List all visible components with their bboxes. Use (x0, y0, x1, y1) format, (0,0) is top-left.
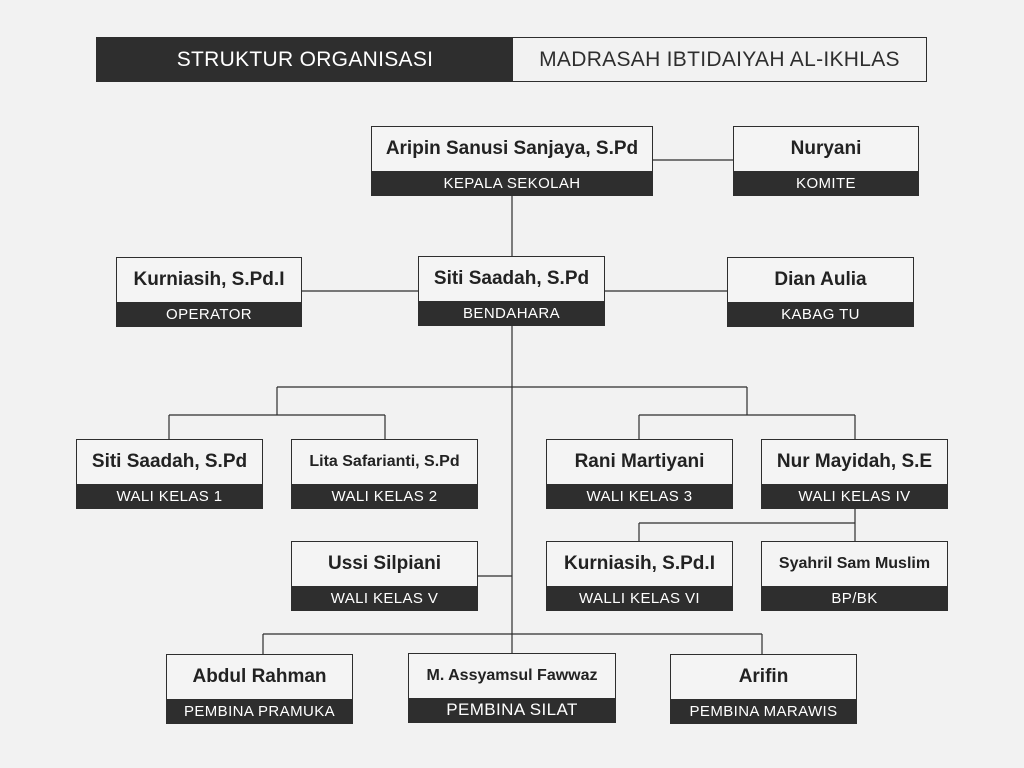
title-left: STRUKTUR ORGANISASI (97, 38, 513, 81)
node-bp-bk: Syahril Sam Muslim BP/BK (761, 541, 948, 611)
node-pembina-pramuka: Abdul Rahman PEMBINA PRAMUKA (166, 654, 353, 724)
node-bendahara: Siti Saadah, S.Pd BENDAHARA (418, 256, 605, 326)
node-role: WALI KELAS 2 (292, 484, 477, 508)
node-role: BENDAHARA (419, 301, 604, 325)
node-role: WALI KELAS 3 (547, 484, 732, 508)
node-wali-kelas-2: Lita Safarianti, S.Pd WALI KELAS 2 (291, 439, 478, 509)
node-name: Nur Mayidah, S.E (776, 451, 933, 472)
node-role: KEPALA SEKOLAH (372, 171, 652, 195)
node-wali-kelas-4: Nur Mayidah, S.E WALI KELAS IV (761, 439, 948, 509)
node-pembina-silat: M. Assyamsul Fawwaz PEMBINA SILAT (408, 653, 616, 723)
node-role: WALI KELAS 1 (77, 484, 262, 508)
node-role: KABAG TU (728, 302, 913, 326)
node-role: WALI KELAS V (292, 586, 477, 610)
node-name: Arifin (738, 666, 789, 687)
node-wali-kelas-3: Rani Martiyani WALI KELAS 3 (546, 439, 733, 509)
node-operator: Kurniasih, S.Pd.I OPERATOR (116, 257, 302, 327)
node-role: WALI KELAS IV (762, 484, 947, 508)
node-role: PEMBINA PRAMUKA (167, 699, 352, 723)
node-role: KOMITE (734, 171, 918, 195)
node-kepala-sekolah: Aripin Sanusi Sanjaya, S.Pd KEPALA SEKOL… (371, 126, 653, 196)
node-kabag-tu: Dian Aulia KABAG TU (727, 257, 914, 327)
node-role: WALLI KELAS VI (547, 586, 732, 610)
node-role: OPERATOR (117, 302, 301, 326)
node-name: Rani Martiyani (574, 451, 705, 472)
title-right: MADRASAH IBTIDAIYAH AL-IKHLAS (539, 47, 900, 71)
node-name: Aripin Sanusi Sanjaya, S.Pd (385, 138, 639, 159)
node-name: Abdul Rahman (192, 666, 327, 687)
title-bar: STRUKTUR ORGANISASI MADRASAH IBTIDAIYAH … (96, 37, 927, 82)
node-wali-kelas-1: Siti Saadah, S.Pd WALI KELAS 1 (76, 439, 263, 509)
node-komite: Nuryani KOMITE (733, 126, 919, 196)
node-wali-kelas-6: Kurniasih, S.Pd.I WALLI KELAS VI (546, 541, 733, 611)
node-wali-kelas-5: Ussi Silpiani WALI KELAS V (291, 541, 478, 611)
node-name: Lita Safarianti, S.Pd (309, 453, 460, 470)
node-role: BP/BK (762, 586, 947, 610)
node-name: Syahril Sam Muslim (778, 555, 931, 572)
node-role: PEMBINA MARAWIS (671, 699, 856, 723)
node-name: M. Assyamsul Fawwaz (426, 667, 598, 684)
node-name: Siti Saadah, S.Pd (433, 268, 590, 289)
node-name: Siti Saadah, S.Pd (91, 451, 248, 472)
node-name: Ussi Silpiani (328, 553, 441, 574)
node-name: Kurniasih, S.Pd.I (564, 553, 715, 574)
node-pembina-marawis: Arifin PEMBINA MARAWIS (670, 654, 857, 724)
node-name: Dian Aulia (774, 269, 867, 290)
node-name: Kurniasih, S.Pd.I (133, 269, 285, 290)
node-name: Nuryani (790, 138, 862, 159)
node-role: PEMBINA SILAT (409, 698, 615, 722)
